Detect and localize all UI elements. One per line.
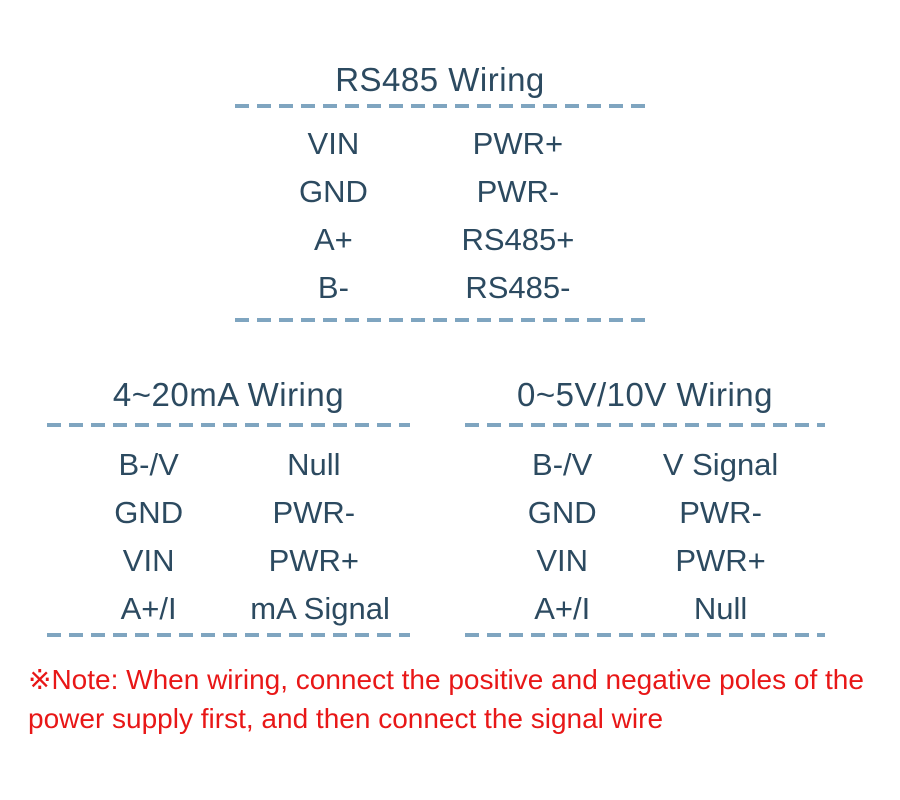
signal-cell: V Signal [662,447,779,482]
table-row: VIN PWR+ [235,120,645,168]
table-row: A+ RS485+ [235,216,645,264]
table-row: GND PWR- [235,168,645,216]
v-0-5-10-table-title: 0~5V/10V Wiring [516,376,774,413]
dashed-divider [235,104,645,108]
terminal-cell: VIN [536,543,589,578]
terminal-cell: GND [527,495,597,530]
signal-cell: RS485+ [461,222,575,257]
signal-cell: RS485- [465,270,571,305]
terminal-cell: B-/V [118,447,179,482]
table-row: VIN PWR+ [465,537,825,585]
terminal-cell: A+/I [534,591,591,626]
wiring-note: ※Note: When wiring, connect the positive… [28,660,888,738]
dashed-divider [465,423,825,427]
table-row: B- RS485- [235,264,645,312]
table-row: GND PWR- [47,489,410,537]
signal-cell: PWR+ [675,543,766,578]
dashed-divider [235,318,645,322]
terminal-cell: VIN [122,543,175,578]
signal-cell: mA Signal [250,591,390,626]
terminal-cell: B-/V [532,447,593,482]
table-row: VIN PWR+ [47,537,410,585]
wiring-note-line-1: ※Note: When wiring, connect the positive… [28,664,864,695]
v-0-5-10-rows: B-/V V Signal GND PWR- VIN PWR+ A+/I Nul… [465,427,825,633]
table-row: GND PWR- [465,489,825,537]
signal-cell: Null [693,591,748,626]
signal-cell: PWR- [476,174,560,209]
rs485-table-title: RS485 Wiring [335,61,545,98]
signal-cell: PWR- [679,495,762,530]
terminal-cell: GND [114,495,184,530]
table-row: A+/I mA Signal [47,585,410,633]
table-row: B-/V Null [47,441,410,489]
terminal-cell: A+ [314,222,353,257]
rs485-wiring-table: RS485 Wiring VIN PWR+ GND PWR- A+ RS485+… [235,58,645,322]
table-row: B-/V V Signal [465,441,825,489]
wiring-note-line-2: power supply first, and then connect the… [28,703,664,734]
ma-4-20-wiring-table: 4~20mA Wiring B-/V Null GND PWR- VIN PWR… [47,373,410,637]
signal-cell: PWR+ [472,126,564,161]
signal-cell: PWR+ [268,543,359,578]
dashed-divider [465,633,825,637]
v-0-5-10-wiring-table: 0~5V/10V Wiring B-/V V Signal GND PWR- V… [465,373,825,637]
signal-cell: Null [287,447,341,482]
terminal-cell: GND [298,174,368,209]
rs485-rows: VIN PWR+ GND PWR- A+ RS485+ B- RS485- [235,108,645,318]
dashed-divider [47,423,410,427]
dashed-divider [47,633,410,637]
ma-4-20-rows: B-/V Null GND PWR- VIN PWR+ A+/I mA Sign… [47,427,410,633]
terminal-cell: B- [317,270,349,305]
signal-cell: PWR- [272,495,356,530]
terminal-cell: VIN [307,126,360,161]
terminal-cell: A+/I [120,591,177,626]
ma-4-20-table-title: 4~20mA Wiring [112,376,345,413]
table-row: A+/I Null [465,585,825,633]
